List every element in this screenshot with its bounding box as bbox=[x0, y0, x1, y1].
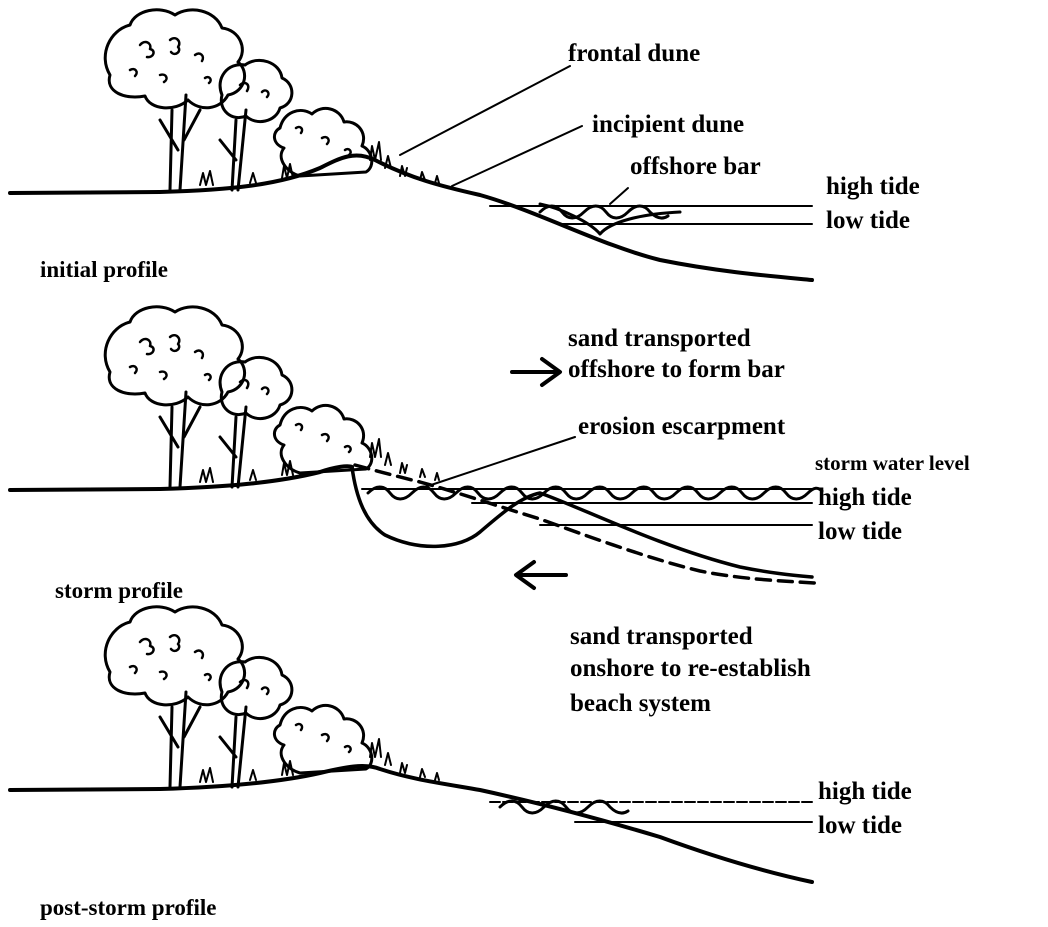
storm-transport-line1: sand transported bbox=[568, 325, 751, 353]
incipient-dune-label: incipient dune bbox=[592, 111, 744, 139]
post-storm-profile-caption: post-storm profile bbox=[40, 895, 217, 920]
initial-high-tide-label: high tide bbox=[826, 173, 920, 201]
post-transport-line1: sand transported bbox=[570, 623, 753, 651]
storm-transport-line2: offshore to form bar bbox=[568, 356, 785, 384]
post-transport-line2: onshore to re-establish bbox=[570, 655, 811, 683]
storm-high-tide-label: high tide bbox=[818, 484, 912, 512]
initial-profile-caption: initial profile bbox=[40, 257, 168, 282]
frontal-dune-label: frontal dune bbox=[568, 40, 700, 68]
post-storm-profile-drawing bbox=[10, 562, 812, 882]
offshore-bar-label: offshore bar bbox=[630, 153, 761, 181]
storm-water-level-label: storm water level bbox=[815, 452, 970, 475]
erosion-escarpment-label: erosion escarpment bbox=[578, 413, 785, 441]
initial-low-tide-label: low tide bbox=[826, 207, 910, 235]
post-low-tide-label: low tide bbox=[818, 812, 902, 840]
post-transport-line3: beach system bbox=[570, 690, 711, 718]
storm-low-tide-label: low tide bbox=[818, 518, 902, 546]
storm-profile-caption: storm profile bbox=[55, 578, 183, 603]
post-high-tide-label: high tide bbox=[818, 778, 912, 806]
